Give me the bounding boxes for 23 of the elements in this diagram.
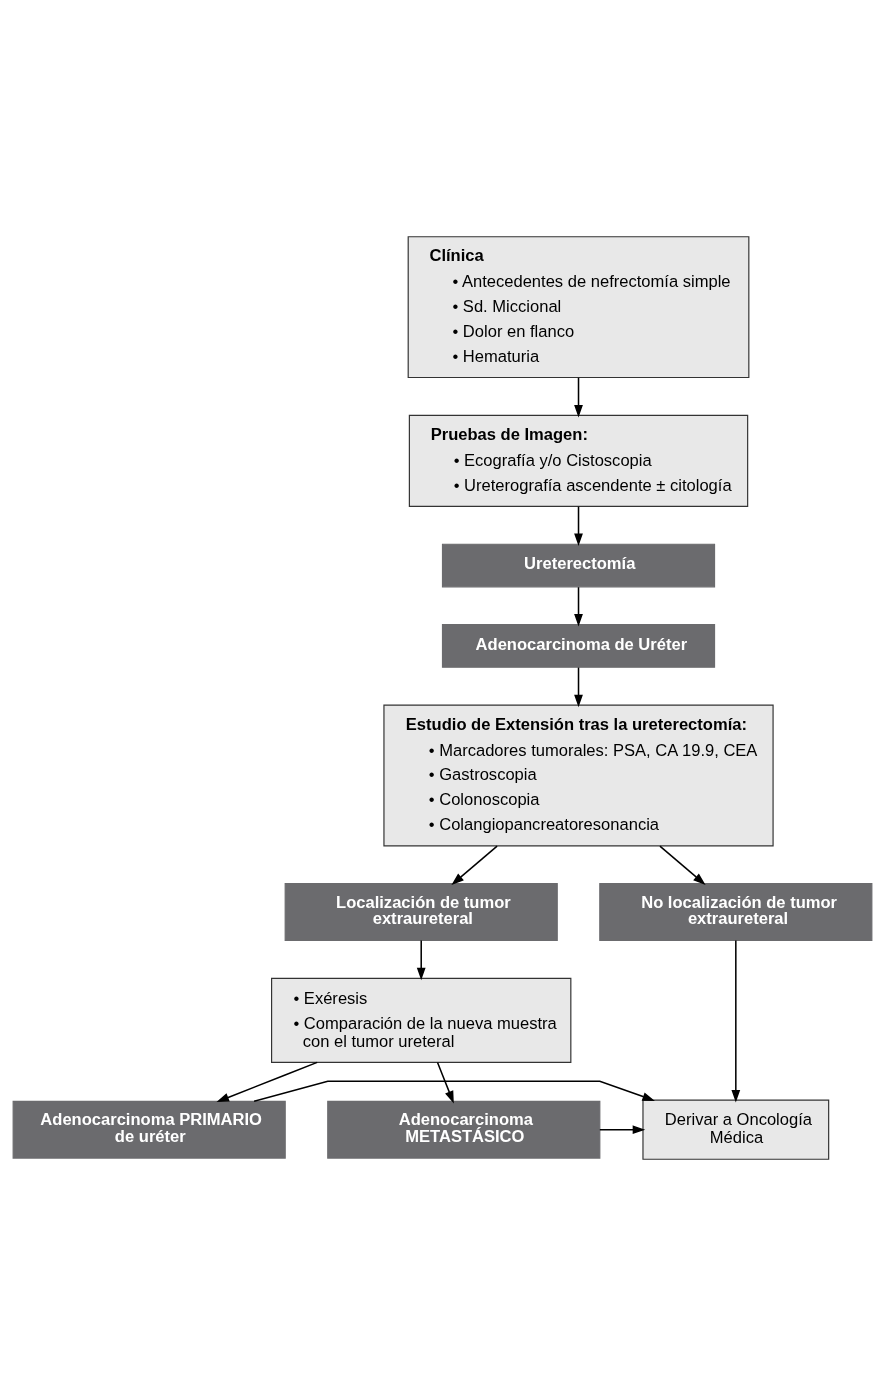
node-box: Ureterectomía — [441, 543, 716, 588]
arrow — [216, 1061, 318, 1103]
arrow — [451, 845, 498, 886]
node-box: Adenocarcinoma de Uréter — [441, 624, 716, 668]
arrow — [253, 1080, 655, 1102]
arrow — [574, 377, 583, 418]
node-box: No localización de tumor extraureteral — [599, 883, 873, 942]
arrow — [574, 505, 583, 547]
node-box: Adenocarcinoma PRIMARIO de uréter — [12, 1100, 286, 1159]
arrow — [416, 939, 426, 981]
node-box: • Exéresis • Comparación de la nueva muestra con el tumor ureteral — [271, 977, 572, 1063]
arrow — [731, 939, 741, 1103]
arrow — [574, 666, 583, 708]
node-box: Pruebas de Imagen: • Ecografía y/o Cistoscopia • Ureterografía ascendente ± citología — [408, 414, 749, 507]
arrow — [659, 845, 706, 886]
node-box: Clínica • Antecedentes de nefrectomía simple • Sd. Miccional • Dolor en flanco • Hematuria — [407, 236, 750, 379]
node-box: Localización de tumor extraureteral — [284, 883, 558, 942]
node-box: Adenocarcinoma METASTÁSICO — [327, 1100, 601, 1159]
arrow — [436, 1061, 454, 1104]
arrow — [599, 1125, 646, 1135]
arrow — [574, 586, 583, 627]
node-box: Estudio de Extensión tras la ureterectomía: • Marcadores tumorales: PSA, CA 19.9, CEA • Gastroscopia • Colonoscopia • Colangiopancreatoresonancia — [383, 704, 774, 847]
node-box: Derivar a Oncología Médica — [642, 1099, 830, 1160]
